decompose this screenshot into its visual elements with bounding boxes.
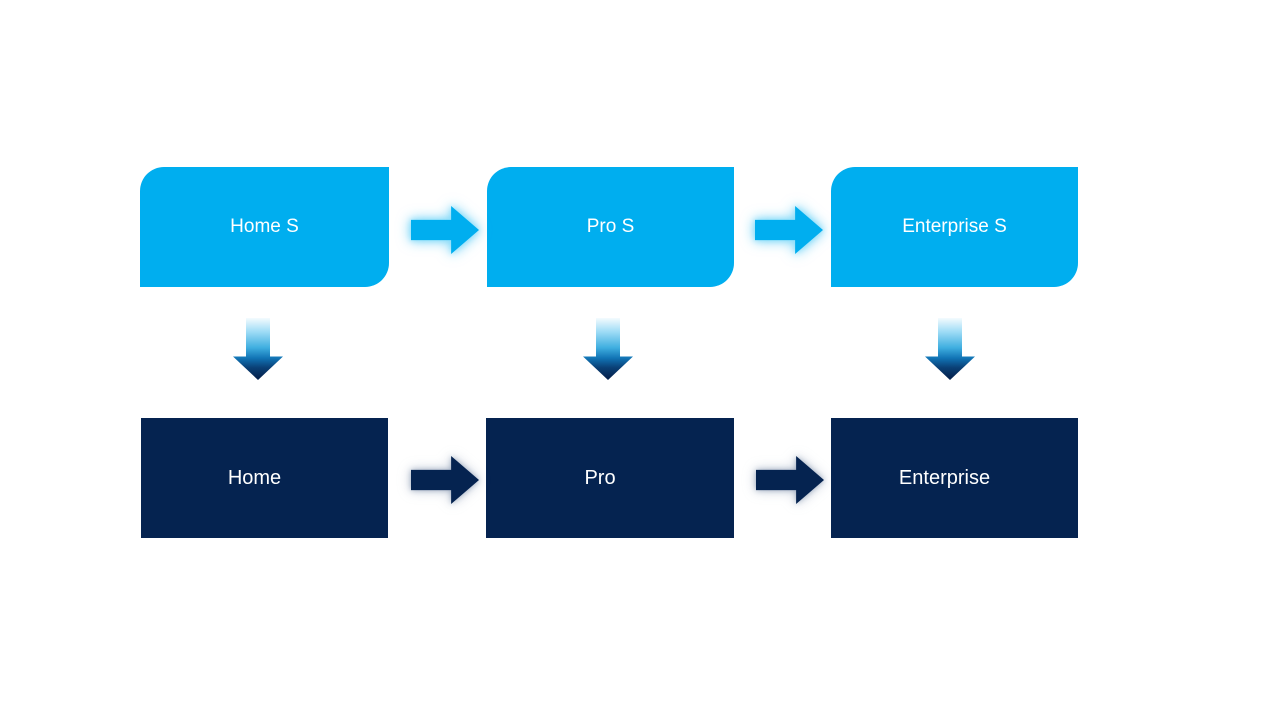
down-arrow-icon xyxy=(583,318,633,380)
right-arrow-icon xyxy=(756,456,824,504)
node-enterprise-label: Enterprise xyxy=(898,466,991,489)
down-arrow-icon xyxy=(233,318,283,380)
node-home-label: Home xyxy=(227,466,282,489)
node-enterprise-s[interactable]: Enterprise S xyxy=(831,167,1078,287)
node-enterprise-s-label: Enterprise S xyxy=(902,216,1007,237)
right-arrow-icon xyxy=(411,206,479,254)
node-pro-label: Pro xyxy=(584,466,616,489)
node-pro-s[interactable]: Pro S xyxy=(487,167,734,287)
right-arrow-icon xyxy=(411,456,479,504)
node-home[interactable]: Home xyxy=(141,418,388,538)
node-home-s-label: Home S xyxy=(230,216,299,237)
node-enterprise[interactable]: Enterprise xyxy=(831,418,1078,538)
down-arrow-icon xyxy=(925,318,975,380)
node-pro[interactable]: Pro xyxy=(486,418,734,538)
node-home-s[interactable]: Home S xyxy=(140,167,389,287)
node-pro-s-label: Pro S xyxy=(586,216,635,237)
right-arrow-icon xyxy=(755,206,823,254)
